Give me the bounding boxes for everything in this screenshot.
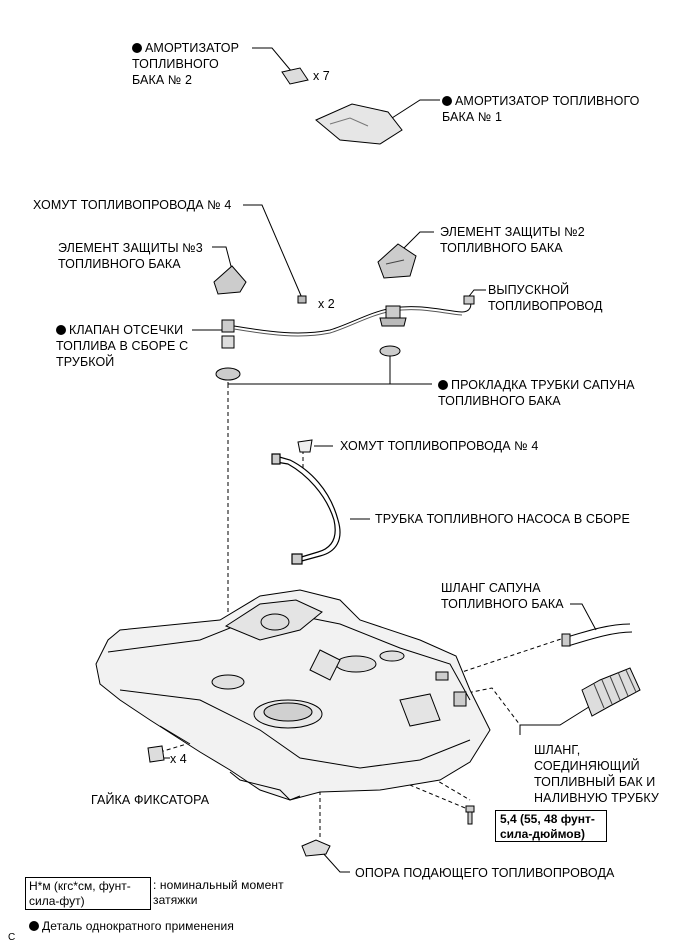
single-use-bullet-icon xyxy=(29,921,39,931)
figure-code: C xyxy=(8,932,16,943)
legend-unit-description: : номинальный момент затяжки xyxy=(153,878,284,907)
leader-support xyxy=(321,851,350,873)
fuel-pipe-support xyxy=(301,839,331,857)
filler-connecting-hose xyxy=(581,667,641,717)
protector-2 xyxy=(377,243,417,279)
label-breather-hose: ШЛАНГ САПУНА ТОПЛИВНОГО БАКА xyxy=(441,581,564,611)
absorber-1-pad xyxy=(315,103,403,145)
retainer-nut xyxy=(147,745,165,763)
leader-breather xyxy=(570,603,597,631)
fuel-pump-tube xyxy=(271,453,341,565)
fuel-pipe-clamp-top xyxy=(297,295,307,304)
absorber-2-pad xyxy=(281,67,309,85)
single-use-bullet-icon xyxy=(442,96,452,106)
label-outlet-pipe: ВЫПУСКНОЙ ТОПЛИВОПРОВОД xyxy=(488,283,603,313)
label-breather-gasket: ПРОКЛАДКА ТРУБКИ САПУНА ТОПЛИВНОГО БАКА xyxy=(438,378,635,408)
label-absorber-1: АМОРТИЗАТОР ТОПЛИВНОГО БАКА № 1 xyxy=(442,94,640,124)
cutoff-valve-assembly xyxy=(221,295,475,349)
breather-gasket-right xyxy=(379,345,401,357)
protector-3 xyxy=(213,265,247,295)
label-protector-2: ЭЛЕМЕНТ ЗАЩИТЫ №2 ТОПЛИВНОГО БАКА xyxy=(440,225,585,255)
label-pipe-support: ОПОРА ПОДАЮЩЕГО ТОПЛИВОПРОВОДА xyxy=(355,866,615,880)
single-use-bullet-icon xyxy=(132,43,142,53)
support-bolt xyxy=(465,805,475,825)
label-clamp-4-mid: ХОМУТ ТОПЛИВОПРОВОДА № 4 xyxy=(340,439,539,453)
leader-protector3 xyxy=(212,246,233,271)
label-retainer-nut: ГАЙКА ФИКСАТОРА xyxy=(91,793,210,807)
breather-gasket-left xyxy=(215,367,241,381)
breather-hose xyxy=(561,623,633,647)
leader-absorber2 xyxy=(252,47,293,73)
torque-spec: 5,4 (55, 48 фунт- сила-дюймов) xyxy=(495,810,607,842)
leader-gasket xyxy=(227,356,432,385)
label-filler-hose: ШЛАНГ, СОЕДИНЯЮЩИЙ ТОПЛИВНЫЙ БАК И НАЛИВ… xyxy=(534,743,659,805)
legend-unit-box: Н*м (кгс*см, фунт- сила-фут) xyxy=(25,877,151,910)
leader-filler xyxy=(519,699,601,735)
label-protector-3: ЭЛЕМЕНТ ЗАЩИТЫ №3 ТОПЛИВНОГО БАКА xyxy=(58,241,203,271)
label-absorber-2: АМОРТИЗАТОР ТОПЛИВНОГО БАКА № 2 xyxy=(132,41,240,87)
single-use-bullet-icon xyxy=(56,325,66,335)
leader-absorber1 xyxy=(391,99,440,119)
single-use-bullet-icon xyxy=(438,380,448,390)
fuel-pipe-clamp-mid xyxy=(297,439,313,453)
label-pump-tube: ТРУБКА ТОПЛИВНОГО НАСОСА В СБОРЕ xyxy=(375,512,630,526)
leader-protector2 xyxy=(403,231,434,249)
legend-single-use: Деталь однократного применения xyxy=(29,918,234,934)
label-clamp-4-top: ХОМУТ ТОПЛИВОПРОВОДА № 4 xyxy=(33,198,232,212)
label-cutoff-valve: КЛАПАН ОТСЕЧКИ ТОПЛИВА В СБОРЕ С ТРУБКОЙ xyxy=(56,323,189,369)
count-retainer-nut: x 4 xyxy=(170,752,187,766)
leader-clamp4-top xyxy=(243,204,303,299)
fuel-tank xyxy=(95,589,491,801)
count-absorber-2: x 7 xyxy=(313,69,330,83)
count-clamp-4: x 2 xyxy=(318,297,335,311)
